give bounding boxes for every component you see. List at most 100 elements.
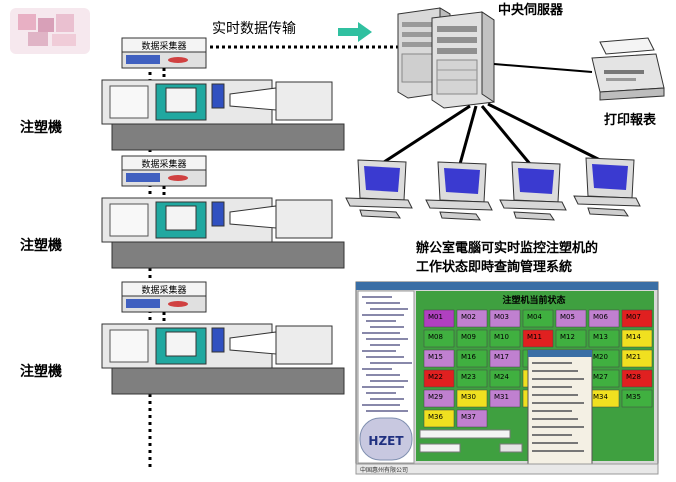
machine-status-cell: M13: [588, 329, 620, 348]
printer-label: 打印報表: [604, 112, 657, 128]
machine-status-label: M29: [428, 393, 443, 401]
machine-status-label: M20: [593, 353, 608, 361]
server-label: 中央伺服器: [498, 2, 564, 18]
office-description-line2: 工作状态即時查詢管理系統: [416, 259, 572, 275]
data-collector-icon: 数据采集器: [121, 155, 207, 196]
machine-status-label: M16: [461, 353, 476, 361]
machine-status-label: M36: [428, 413, 443, 421]
machine-status-label: M04: [527, 313, 542, 321]
machine-status-label: M05: [560, 313, 575, 321]
machine-status-cell: M36: [423, 409, 455, 428]
machine-status-cell: M22: [423, 369, 455, 388]
machine-status-cell: M24: [489, 369, 521, 388]
machine-status-cell: M04: [522, 309, 554, 328]
collector-label: 数据采集器: [141, 40, 186, 52]
workstation-computer-icon: [573, 157, 641, 217]
hzet-logo: [359, 417, 413, 461]
machine-status-cell: M02: [456, 309, 488, 328]
machine-label: 注塑機: [20, 237, 62, 254]
machine-status-label: M10: [494, 333, 509, 341]
machine-status-label: M13: [593, 333, 608, 341]
machine-status-cell: M34: [588, 389, 620, 408]
machine-status-label: M34: [593, 393, 608, 401]
transfer-arrow-icon: [338, 22, 372, 42]
machine-status-cell: M16: [456, 349, 488, 368]
machine-status-cell: M31: [489, 389, 521, 408]
machine-status-label: M23: [461, 373, 476, 381]
machine-status-label: M22: [428, 373, 443, 381]
machine-status-label: M35: [626, 393, 641, 401]
machine-status-label: M12: [560, 333, 575, 341]
machine-status-cell: M27: [588, 369, 620, 388]
transfer-label: 实时数据传输: [212, 21, 296, 37]
machine-label: 注塑機: [20, 119, 62, 136]
workstation-computer-icon: [499, 161, 567, 221]
machine-status-cell: M35: [621, 389, 653, 408]
machine-status-cell: M29: [423, 389, 455, 408]
machine-status-cell: M07: [621, 309, 653, 328]
machine-status-label: M28: [626, 373, 641, 381]
machine-status-cell: M17: [489, 349, 521, 368]
machine-status-label: M08: [428, 333, 443, 341]
machine-status-label: M31: [494, 393, 509, 401]
machine-status-label: M03: [494, 313, 509, 321]
machine-status-cell: M10: [489, 329, 521, 348]
printer-link-line: [493, 63, 593, 73]
office-description-line1: 辦公室電腦可实时监控注塑机的: [416, 240, 598, 256]
machine-status-label: M07: [626, 313, 641, 321]
machine-status-cell: M14: [621, 329, 653, 348]
machine-status-cell: M20: [588, 349, 620, 368]
data-collector-icon: 数据采集器: [121, 281, 207, 322]
machine-status-cell: M09: [456, 329, 488, 348]
hzet-brand: HZET: [368, 434, 404, 448]
machine-status-cell: M15: [423, 349, 455, 368]
machine-status-label: M21: [626, 353, 641, 361]
machine-status-label: M09: [461, 333, 476, 341]
machine-status-cell: M28: [621, 369, 653, 388]
tree-panel: [362, 296, 412, 412]
blurred-logo: [10, 8, 90, 54]
collector-label: 数据采集器: [141, 158, 186, 170]
machine-status-label: M24: [494, 373, 509, 381]
collector-label: 数据采集器: [141, 284, 186, 296]
machine-status-cell: M03: [489, 309, 521, 328]
machine-status-label: M06: [593, 313, 608, 321]
printer-icon: [591, 37, 665, 101]
machine-status-cell: M23: [456, 369, 488, 388]
workstation-links: [383, 102, 601, 165]
machine-status-label: M37: [461, 413, 476, 421]
screenshot-title: 注塑机当前状态: [502, 294, 565, 306]
screenshot-status-bar: 中国惠州有限公司: [360, 466, 408, 474]
machine-status-cell: M37: [456, 409, 488, 428]
machine-status-cell: M08: [423, 329, 455, 348]
machine-status-cell: M01: [423, 309, 455, 328]
machine-status-cell: M06: [588, 309, 620, 328]
machine-status-cell: M05: [555, 309, 587, 328]
server-icon: [397, 7, 495, 109]
machine-status-label: M30: [461, 393, 476, 401]
workstation-list: [345, 157, 641, 221]
detail-dialog: [527, 349, 593, 469]
machine-status-label: M02: [461, 313, 476, 321]
machine-status-label: M11: [527, 333, 542, 341]
machine-status-label: M15: [428, 353, 443, 361]
machine-status-cell: M30: [456, 389, 488, 408]
machine-status-label: M14: [626, 333, 641, 341]
data-collector-icon: 数据采集器: [121, 37, 207, 78]
machine-label: 注塑機: [20, 363, 62, 380]
machine-status-cell: M21: [621, 349, 653, 368]
machine-status-cell: M12: [555, 329, 587, 348]
machine-status-label: M01: [428, 313, 443, 321]
workstation-computer-icon: [425, 161, 493, 221]
workstation-computer-icon: [345, 159, 413, 219]
machine-status-label: M17: [494, 353, 509, 361]
machine-status-cell: M11: [522, 329, 554, 348]
